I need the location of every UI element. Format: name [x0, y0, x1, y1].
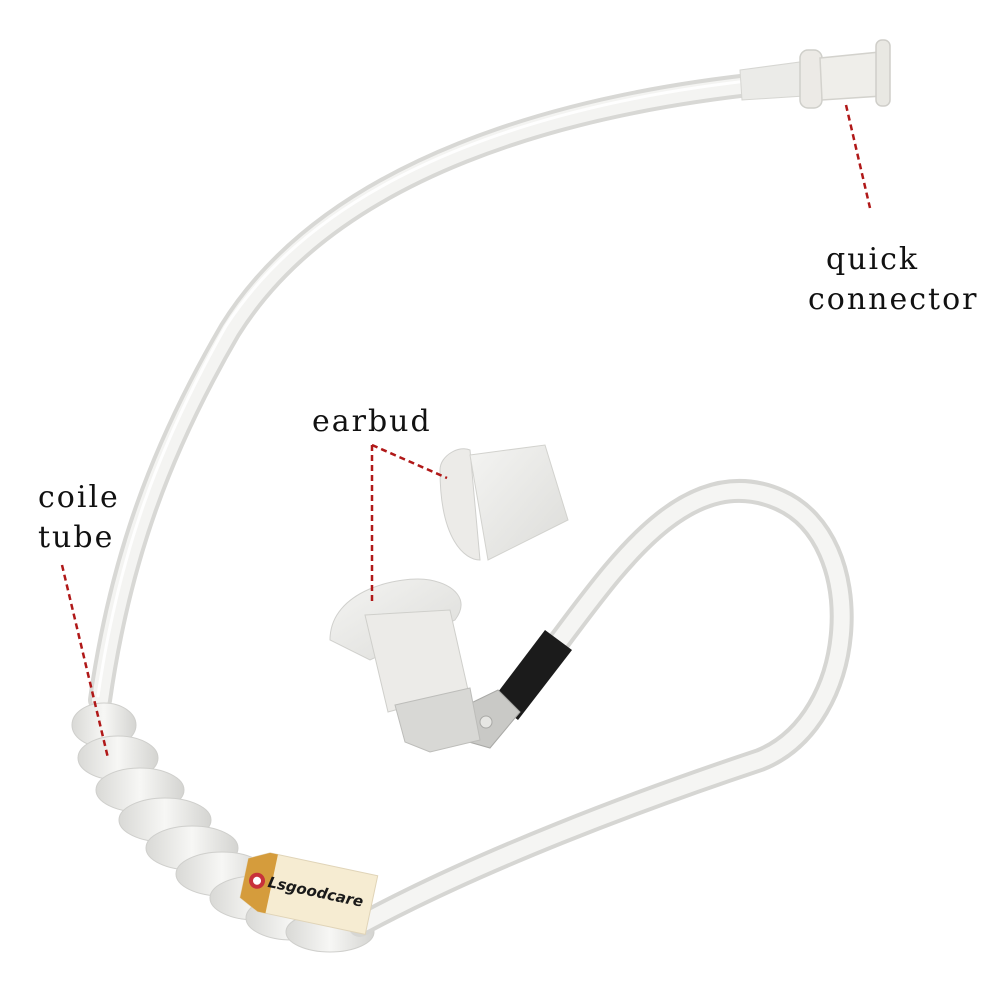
air-tube [88, 68, 812, 712]
label-earbud: earbud [312, 404, 432, 439]
label-tube: tube [38, 520, 115, 555]
leader-quick-connector [844, 104, 872, 209]
leader-coiled-tube [60, 564, 110, 759]
label-quick: quick [826, 242, 920, 277]
leader-lines [60, 104, 872, 759]
quick-connector [739, 39, 891, 109]
label-coile: coile [38, 480, 120, 515]
earbud-attached [329, 578, 481, 753]
brand-tag [239, 852, 379, 936]
leader-earbud-spare [371, 443, 448, 480]
label-connector: connector [808, 282, 979, 317]
return-tube [348, 478, 854, 937]
earbud-spare [439, 444, 569, 561]
